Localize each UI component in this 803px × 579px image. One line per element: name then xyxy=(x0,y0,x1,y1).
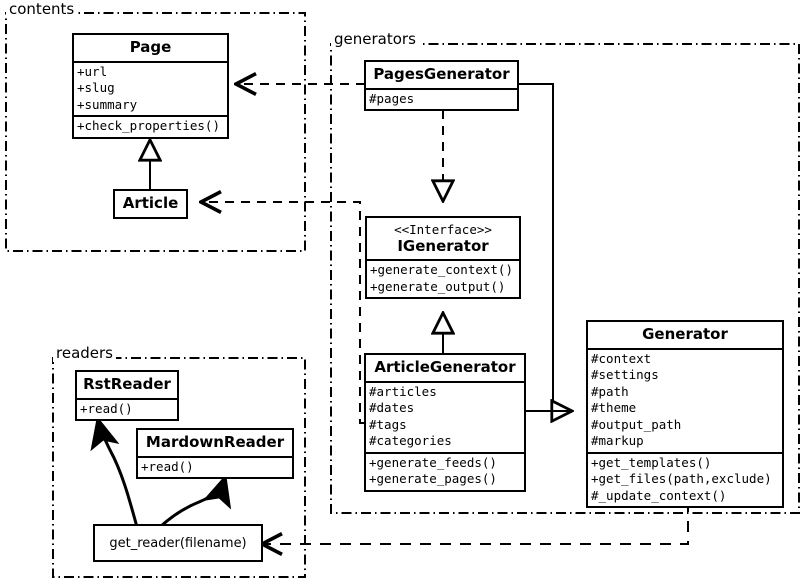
edge-articlegenerator-depends-article xyxy=(202,202,365,424)
class-generator-operations: +get_templates() +get_files(path,exclude… xyxy=(588,451,782,507)
class-article-generator-attributes: #articles #dates #tags #categories xyxy=(366,380,524,452)
class-igenerator-stereotype: <<Interface>> xyxy=(394,222,492,237)
class-igenerator-label: IGenerator xyxy=(397,236,489,255)
attribute-row: +slug xyxy=(77,80,115,96)
class-page-operations: +check_properties() xyxy=(74,115,227,137)
operation-row: +generate_output() xyxy=(370,278,506,294)
operation-row: #_update_context() xyxy=(591,487,727,503)
function-get-reader[interactable]: get_reader(filename) xyxy=(93,524,263,562)
class-pages-generator[interactable]: PagesGenerator #pages xyxy=(364,60,519,112)
class-article-generator[interactable]: ArticleGenerator #articles #dates #tags … xyxy=(364,353,526,492)
attribute-row: #context xyxy=(591,350,652,366)
operation-row: +read() xyxy=(80,400,133,416)
class-igenerator[interactable]: <<Interface>> IGenerator +generate_conte… xyxy=(365,216,521,300)
attribute-row: #theme xyxy=(591,400,637,416)
attribute-row: #output_path xyxy=(591,416,682,432)
operation-row: +get_templates() xyxy=(591,454,712,470)
operation-row: +read() xyxy=(141,458,194,474)
class-article[interactable]: Article xyxy=(113,189,188,219)
attribute-row: #dates xyxy=(369,400,415,416)
attribute-row: #articles xyxy=(369,383,437,399)
attribute-row: #tags xyxy=(369,416,407,432)
operation-row: +check_properties() xyxy=(77,118,220,134)
class-rst-reader[interactable]: RstReader +read() xyxy=(75,370,179,422)
class-pages-generator-attributes: #pages xyxy=(366,87,517,110)
attribute-row: #markup xyxy=(591,433,644,449)
class-generator-attributes: #context #settings #path #theme #output_… xyxy=(588,347,782,452)
attribute-row: #categories xyxy=(369,433,452,449)
class-generator[interactable]: Generator #context #settings #path #them… xyxy=(586,320,784,509)
class-igenerator-operations: +generate_context() +generate_output() xyxy=(367,259,519,297)
operation-row: +generate_feeds() xyxy=(369,454,497,470)
attribute-row: +summary xyxy=(77,96,138,112)
class-page-attributes: +url +slug +summary xyxy=(74,60,227,116)
class-page-name: Page xyxy=(129,38,172,56)
class-article-name: Article xyxy=(122,194,179,212)
class-generator-name: Generator xyxy=(642,325,728,343)
function-get-reader-label: get_reader(filename) xyxy=(109,535,247,551)
package-label-generators: generators xyxy=(331,30,419,48)
package-label-readers: readers xyxy=(53,344,116,362)
class-article-generator-name: ArticleGenerator xyxy=(374,358,516,376)
edge-get_reader-creates-mardownreader xyxy=(158,474,232,529)
operation-row: +generate_pages() xyxy=(369,471,497,487)
class-mardown-reader[interactable]: MardownReader +read() xyxy=(136,428,294,480)
operation-row: +generate_context() xyxy=(370,262,513,278)
edge-pagesgenerator-generalizes-generator xyxy=(519,83,573,411)
class-rst-reader-name: RstReader xyxy=(83,375,171,393)
class-mardown-reader-name: MardownReader xyxy=(145,433,285,451)
attribute-row: +url xyxy=(77,63,108,79)
class-page[interactable]: Page +url +slug +summary +check_properti… xyxy=(72,33,229,139)
class-igenerator-name: <<Interface>> IGenerator xyxy=(367,218,519,259)
class-pages-generator-name: PagesGenerator xyxy=(373,65,510,83)
class-mardown-reader-operations: +read() xyxy=(138,455,292,478)
attribute-row: #pages xyxy=(369,90,415,106)
attribute-row: #settings xyxy=(591,367,659,383)
class-rst-reader-operations: +read() xyxy=(77,397,177,420)
operation-row: +get_files(path,exclude) xyxy=(591,471,772,487)
attribute-row: #path xyxy=(591,383,629,399)
package-label-contents: contents xyxy=(6,0,78,18)
class-article-generator-operations: +generate_feeds() +generate_pages() xyxy=(366,451,524,490)
edge-get_reader-creates-rstreader xyxy=(90,416,139,529)
